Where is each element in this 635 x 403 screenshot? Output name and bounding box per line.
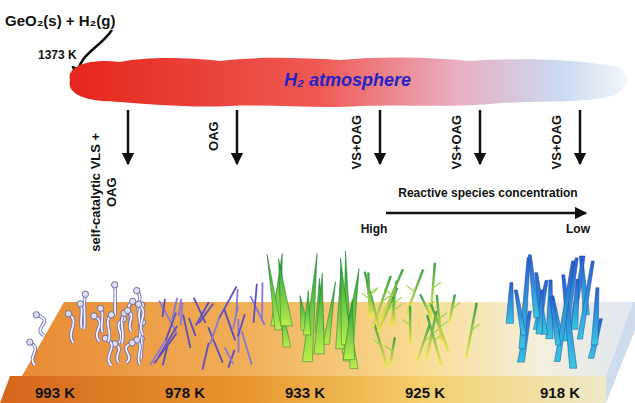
atmosphere-label: H₂ atmosphere — [65, 70, 630, 91]
mechanism-label: OAG — [206, 96, 222, 176]
temperature-label: 918 K — [540, 384, 580, 401]
process-arrow — [479, 110, 482, 164]
reactant-formula: GeO₂(s) + H₂(g) — [5, 12, 115, 29]
gradient-arrow — [386, 212, 586, 215]
mechanism-label: VS+OAG — [449, 102, 465, 182]
temperature-label: 933 K — [285, 384, 325, 401]
process-arrow — [127, 110, 130, 164]
process-arrow — [236, 110, 239, 164]
nanowires — [27, 251, 603, 370]
temperature-label: 925 K — [405, 384, 445, 401]
process-arrow — [579, 110, 582, 164]
mechanism-label: self-catalytic VLS + OAG — [88, 117, 121, 267]
source-temperature: 1373 K — [38, 48, 77, 62]
gradient-end: Low — [566, 222, 590, 236]
gradient-end: High — [361, 222, 388, 236]
temperature-label: 993 K — [35, 384, 75, 401]
process-arrow — [379, 110, 382, 164]
atmosphere-cloud: H₂ atmosphere — [65, 55, 630, 110]
temperature-label: 978 K — [165, 384, 205, 401]
mechanism-label: VS+OAG — [549, 102, 565, 182]
mechanism-label: VS+OAG — [349, 102, 365, 182]
gradient-label: Reactive species concentration — [398, 186, 577, 200]
